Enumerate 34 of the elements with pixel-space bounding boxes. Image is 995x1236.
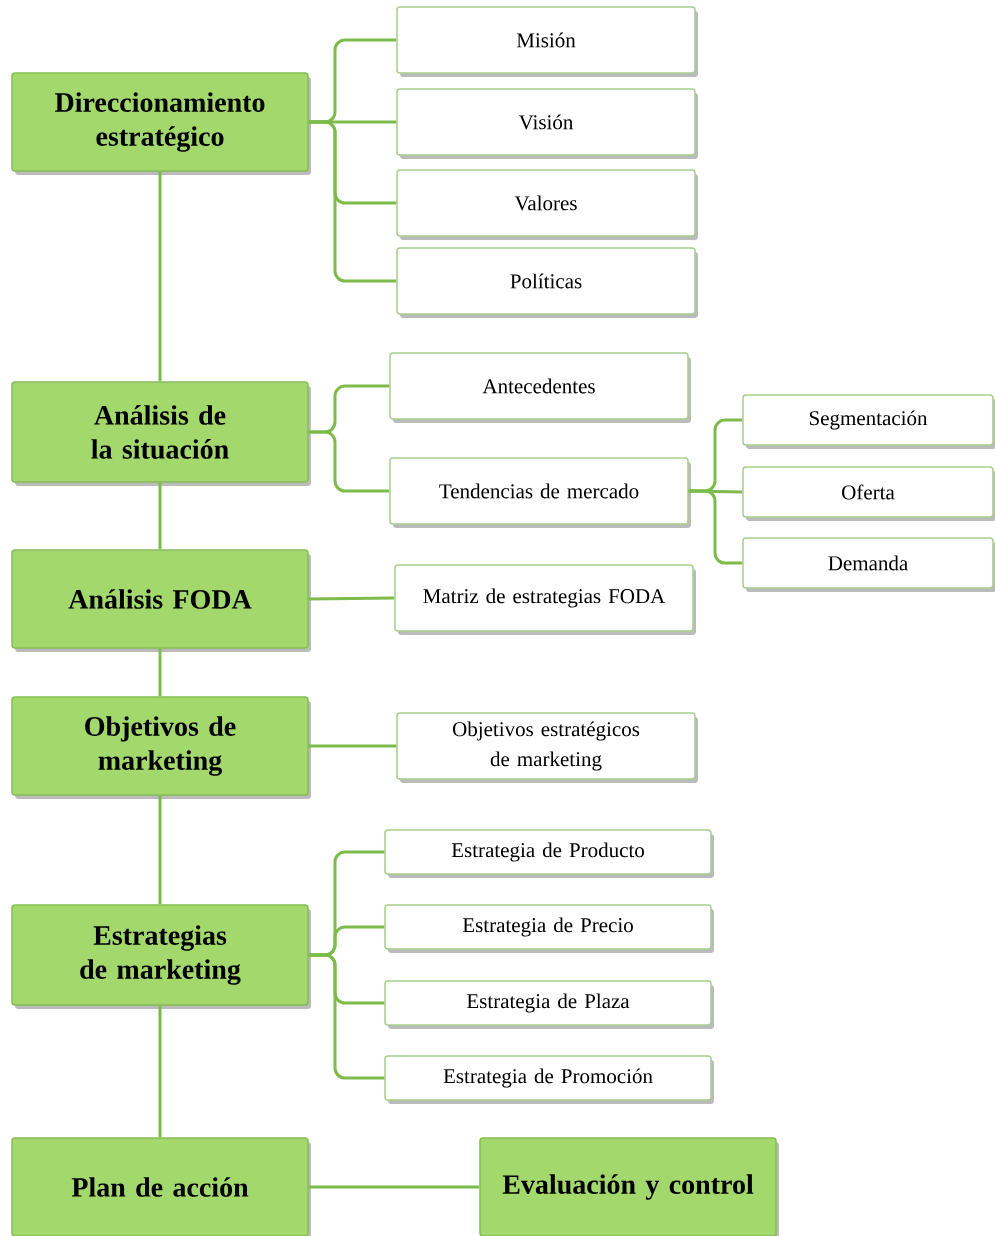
item-box: Objetivos estratégicos de marketing — [396, 712, 698, 783]
item-box: Políticas — [396, 247, 698, 318]
stage-box: Análisis FODA — [11, 549, 311, 652]
stage-box: Objetivos de marketing — [11, 696, 311, 799]
connector-line — [308, 953, 385, 1080]
item-box: Oferta — [742, 466, 995, 521]
stage-box: Estrategias de marketing — [11, 904, 311, 1009]
item-box: Estrategia de Producto — [384, 829, 714, 878]
connector-line — [308, 430, 390, 493]
stage-box: Análisis de la situación — [11, 381, 311, 486]
connector-line — [158, 648, 162, 697]
item-box: Demanda — [742, 537, 995, 592]
connector-line — [158, 482, 162, 550]
stage-box: Plan de acción — [11, 1137, 311, 1236]
connector-line — [158, 171, 162, 382]
connector-line — [158, 795, 162, 905]
item-box: Estrategia de Promoción — [384, 1055, 714, 1104]
item-box: Segmentación — [742, 394, 995, 449]
connector-line — [158, 1005, 162, 1138]
connector-line — [688, 489, 743, 565]
item-box: Antecedentes — [389, 352, 691, 423]
item-box: Estrategia de Precio — [384, 904, 714, 953]
connector-line — [308, 744, 397, 748]
connector-line — [308, 1185, 480, 1189]
stage-box: Evaluación y control — [479, 1137, 779, 1236]
connector-line — [308, 120, 397, 283]
connector-line — [308, 596, 395, 601]
item-box: Visión — [396, 88, 698, 159]
item-box: Misión — [396, 6, 698, 77]
stage-box: Direccionamiento estratégico — [11, 72, 311, 175]
item-box: Tendencias de mercado — [389, 457, 691, 528]
item-box: Valores — [396, 169, 698, 240]
item-box: Estrategia de Plaza — [384, 980, 714, 1029]
item-box: Matriz de estrategias FODA — [394, 564, 696, 635]
